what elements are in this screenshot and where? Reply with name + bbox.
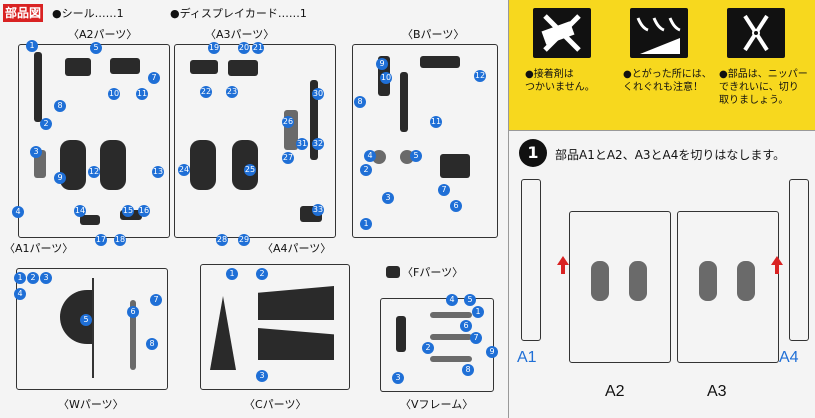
- seal-count: ●シール……1: [52, 7, 124, 20]
- label-a4: A4: [779, 349, 799, 366]
- arrow-up-icon: [557, 256, 569, 274]
- sprue-label-c: 〈Cパーツ〉: [244, 398, 307, 411]
- arrow-up-icon: [771, 256, 783, 274]
- parts-diagram-tag: 部品図: [3, 4, 43, 22]
- note-adhesive: ●接着剤は つかいません。: [525, 69, 595, 93]
- nipper-icon: [727, 8, 785, 58]
- sprue-label-a2: 〈A2パーツ〉: [68, 28, 138, 41]
- sprue-label-w: 〈Wパーツ〉: [58, 398, 124, 411]
- label-a3: A3: [707, 383, 727, 400]
- note-nipper: ●部品は、ニッパー できれいに、切り 取りましょう。: [719, 69, 808, 106]
- step-instruction: 部品A1とA2、A3とA4を切りはなします。: [555, 148, 786, 162]
- label-a1: A1: [517, 349, 537, 366]
- no-glue-icon: [533, 8, 591, 58]
- note-sharp: ●とがった所には、 くれぐれも注意！: [623, 69, 712, 93]
- sprue-label-a1: 〈A1パーツ〉: [4, 242, 74, 255]
- sharp-edge-icon: [630, 8, 688, 58]
- caution-panel: ●接着剤は つかいません。 ●とがった所には、 くれぐれも注意！ ●部品は、ニッ…: [508, 0, 815, 130]
- sprue-label-b: 〈Bパーツ〉: [402, 28, 465, 41]
- step-panel: 1 部品A1とA2、A3とA4を切りはなします。 A1 A2 A3 A4: [508, 130, 815, 418]
- label-a2: A2: [605, 383, 625, 400]
- sprue-label-a4: 〈A4パーツ〉: [262, 242, 332, 255]
- step-number: 1: [519, 139, 547, 167]
- display-card-count: ●ディスプレイカード……1: [170, 7, 307, 20]
- sprue-label-v: 〈Vフレーム〉: [400, 398, 474, 411]
- sprue-label-a3: 〈A3パーツ〉: [205, 28, 275, 41]
- sprue-label-f: 〈Fパーツ〉: [402, 266, 464, 279]
